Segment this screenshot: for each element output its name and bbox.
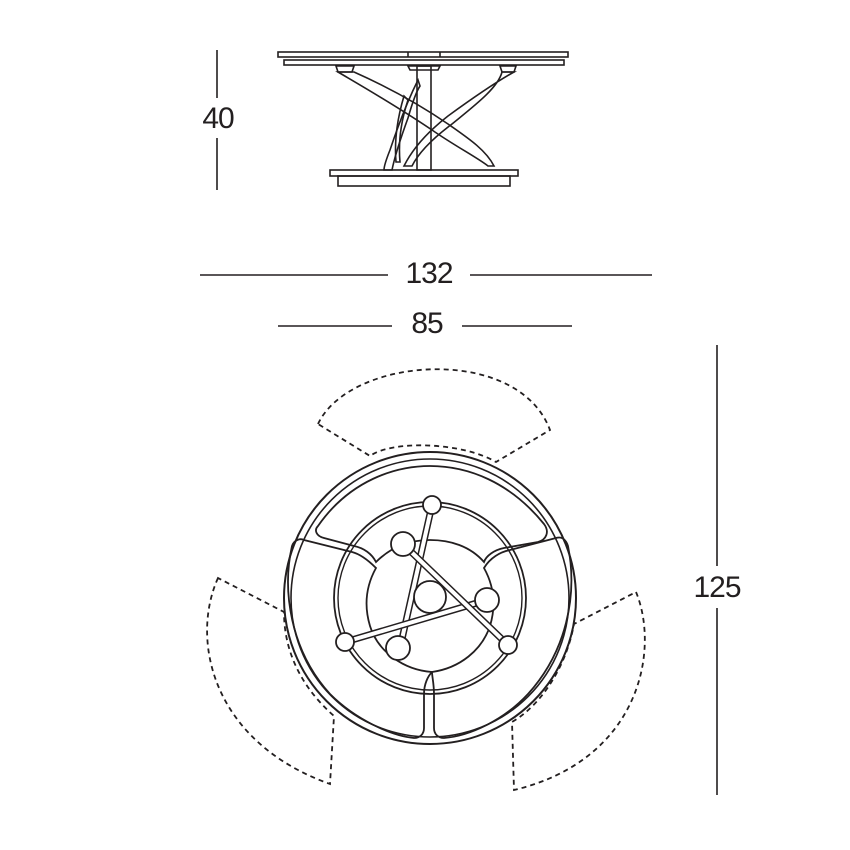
table-top-inner-edge — [290, 458, 570, 738]
height-dimension: 40 — [202, 50, 235, 190]
extended-width-label: 132 — [405, 257, 452, 290]
top-segment-panel-left — [287, 538, 435, 739]
central-hub — [413, 580, 447, 614]
side-table-top-underside — [283, 59, 565, 66]
extension-leaf-right — [511, 590, 646, 792]
side-bracket-left — [334, 65, 356, 73]
table-top-outer-edge — [283, 451, 577, 745]
side-table-top — [277, 51, 569, 58]
leg-joint-left — [335, 632, 355, 652]
side-elevation-view — [277, 51, 569, 187]
leg-bar-c-inner — [401, 542, 510, 647]
depth-dimension: 125 — [693, 345, 742, 795]
side-base-foot — [337, 175, 511, 187]
side-bracket-right — [498, 65, 518, 73]
extension-leaf-top — [316, 368, 552, 464]
leg-joint-top — [422, 495, 442, 515]
side-leg-left-arm — [335, 71, 496, 167]
plan-view — [206, 368, 646, 792]
closed-width-label: 85 — [411, 307, 443, 340]
extension-leaf-left — [206, 576, 335, 786]
side-leg-inner-strip — [394, 94, 409, 163]
leg-mount-upper-left — [390, 531, 416, 557]
leg-mount-lower-left — [385, 635, 411, 661]
side-base-plate — [329, 169, 519, 177]
closed-width-dimension: 85 — [278, 307, 572, 340]
leg-bar-b-inner — [343, 598, 489, 644]
leg-mount-right — [474, 587, 500, 613]
side-leg-right-arm — [402, 71, 518, 167]
leg-joint-right — [498, 635, 518, 655]
depth-dimension-label: 125 — [693, 571, 740, 604]
height-dimension-label: 40 — [202, 102, 234, 135]
top-segment-panel-upper — [315, 465, 548, 564]
extended-width-dimension: 132 — [200, 257, 652, 290]
